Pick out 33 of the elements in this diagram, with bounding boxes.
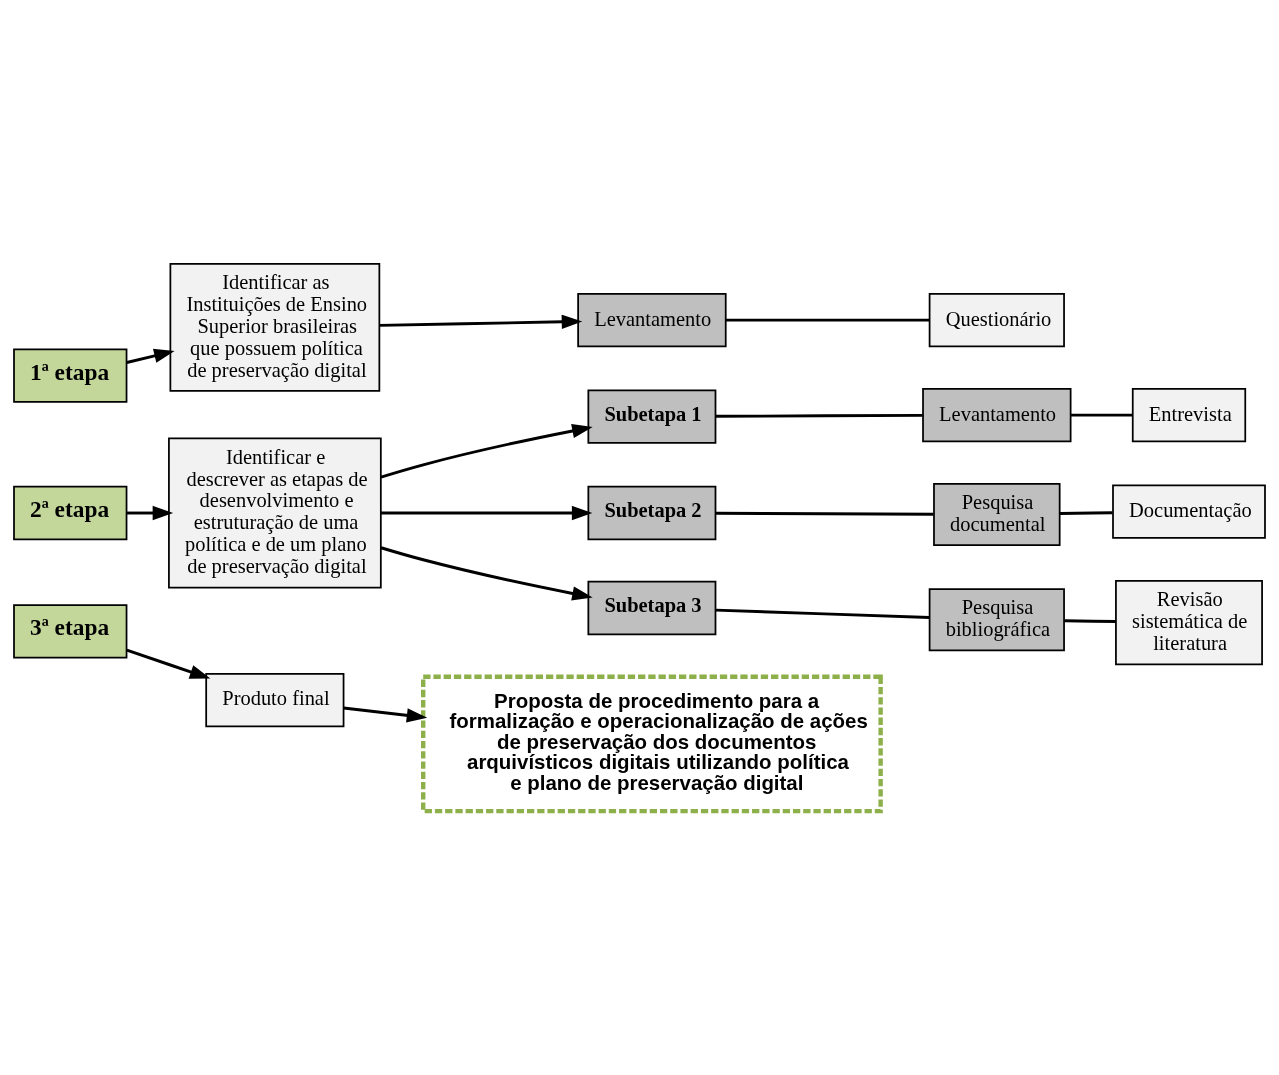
node-box: 1ª etapa — [13, 348, 128, 403]
node-box: Subetapa 1 — [587, 389, 717, 444]
arrow — [380, 546, 593, 601]
node-box: Produto final — [205, 672, 345, 728]
node-box: Pesquisa bibliográfica — [928, 588, 1065, 652]
node-box: Revisão sistemática de literatura — [1115, 580, 1263, 666]
node-box: Proposta de procedimento para a formalização e operacionalização de ações de preservação dos documentos arquivísticos digitais utilizando política e plano de preservação digital — [421, 674, 883, 814]
arrow — [379, 314, 583, 330]
connector — [1070, 413, 1133, 417]
node-box: Identificar as Instituições de Ensino Superior brasileiras que possuem política de preservação digital — [169, 262, 381, 392]
node-box: Subetapa 2 — [587, 485, 717, 541]
node-box: Questionário — [928, 292, 1065, 348]
connector — [715, 511, 934, 516]
arrow — [126, 348, 175, 364]
node-box: Levantamento — [922, 387, 1072, 443]
node-box: Documentação — [1112, 484, 1266, 539]
node-box: Levantamento — [577, 292, 727, 348]
arrow — [126, 505, 174, 521]
connector — [1059, 511, 1113, 515]
connector — [715, 413, 923, 418]
node-box: 3ª etapa — [13, 604, 128, 659]
node-box: 2ª etapa — [13, 485, 128, 541]
node-box: Identificar e descrever as etapas de desenvolvimento e estruturação de uma política e de um plano de preservação digital — [168, 437, 382, 589]
node-box: Pesquisa documental — [933, 482, 1061, 547]
arrow — [381, 505, 593, 521]
arrow — [343, 706, 428, 723]
arrow — [126, 648, 211, 679]
arrow — [380, 423, 593, 479]
node-box: Subetapa 3 — [587, 580, 717, 636]
connector — [715, 608, 930, 619]
connector — [725, 318, 930, 322]
connector — [1064, 619, 1116, 623]
node-box: Entrevista — [1131, 387, 1247, 443]
